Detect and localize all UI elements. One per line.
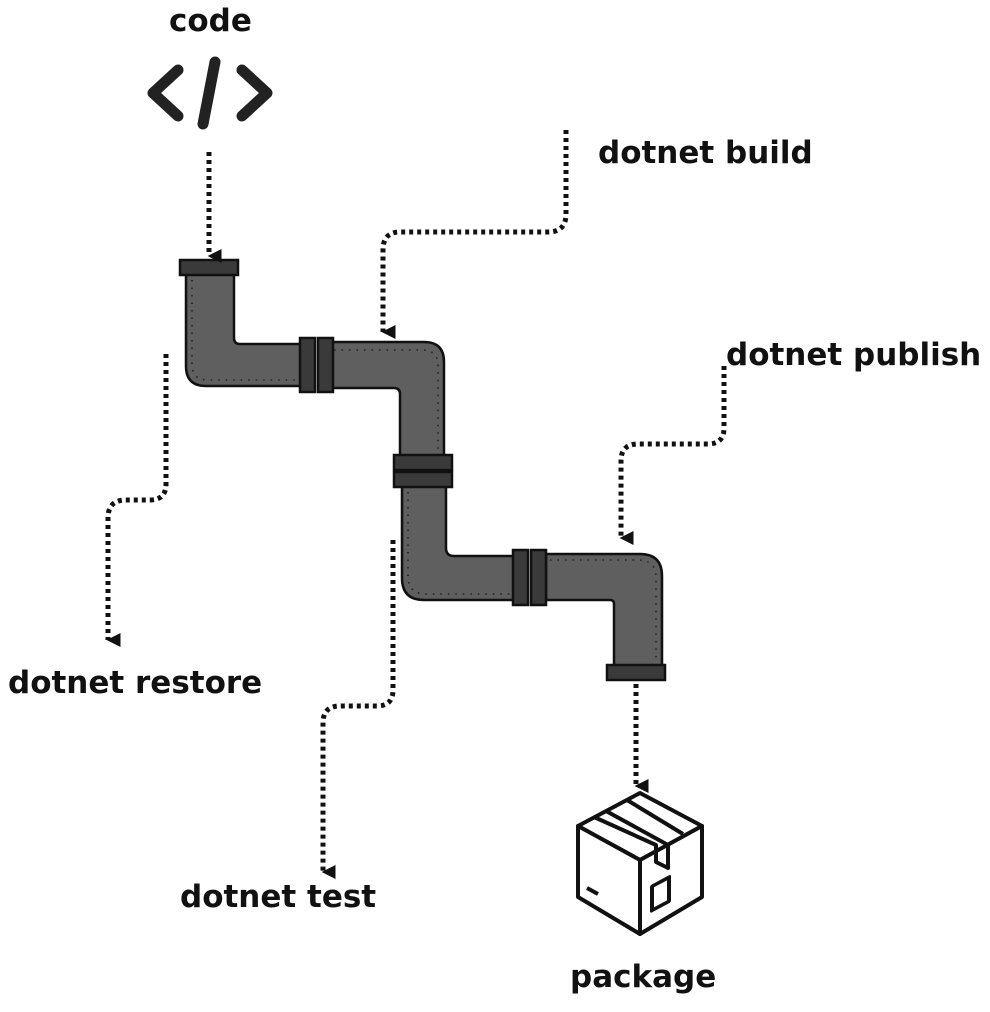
pipeline-pipe (178, 258, 667, 682)
pipe-connector-1b (316, 336, 335, 394)
arrow-publish (618, 366, 727, 545)
label-package: package (570, 959, 717, 995)
pipe-connector-3b (529, 548, 548, 607)
pipe-inlet-flange (178, 258, 240, 277)
label-code: code (169, 3, 252, 39)
pipe-segment-3 (400, 484, 518, 602)
pipe-connector-2a (392, 453, 454, 472)
package-box-icon (576, 791, 704, 936)
label-dotnet-publish: dotnet publish (726, 337, 982, 373)
code-icon (147, 56, 273, 130)
pipe-segment-1 (184, 270, 307, 388)
arrow-test (320, 540, 396, 879)
arrow-build (380, 130, 569, 339)
pipe-segment-4 (544, 552, 664, 670)
arrow-restore (105, 354, 169, 647)
label-dotnet-build: dotnet build (598, 135, 813, 171)
label-dotnet-restore: dotnet restore (8, 665, 263, 701)
pipe-segment-2 (328, 340, 446, 460)
pipe-connector-1a (298, 336, 317, 394)
pipe-connector-2b (392, 470, 454, 489)
pipe-connector-3a (511, 548, 530, 607)
label-dotnet-test: dotnet test (180, 879, 377, 915)
pipe-outlet-flange (605, 663, 667, 682)
